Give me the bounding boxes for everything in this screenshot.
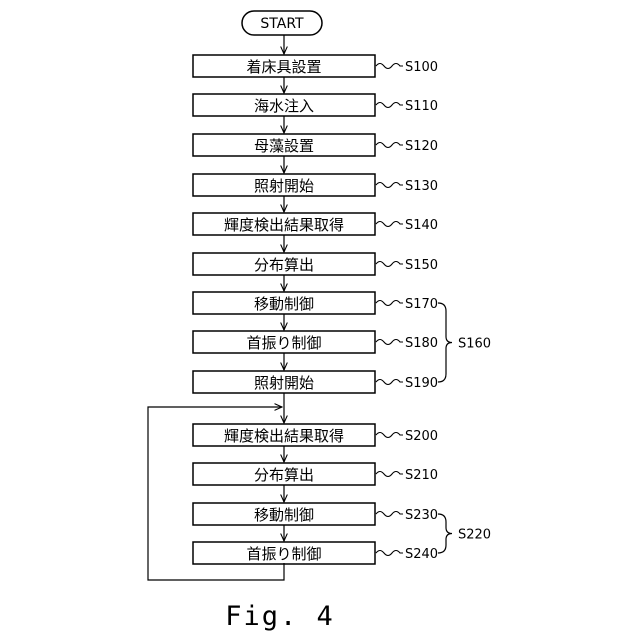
step-label: S200 xyxy=(405,429,438,444)
step-label-leader xyxy=(376,143,403,148)
group-brace xyxy=(438,303,452,382)
group-label: S160 xyxy=(458,337,491,352)
process-box-text: 移動制御 xyxy=(254,506,314,524)
process-box-text: 輝度検出結果取得 xyxy=(224,216,344,234)
step-label-leader xyxy=(376,183,403,188)
start-label: START xyxy=(260,16,304,32)
step-label: S240 xyxy=(405,547,438,562)
process-box: 照射開始 S130 xyxy=(193,174,438,196)
process-box: 首振り制御 S180 xyxy=(193,331,438,353)
step-label: S150 xyxy=(405,258,438,273)
process-box-text: 照射開始 xyxy=(254,177,314,195)
process-box-text: 首振り制御 xyxy=(246,334,321,352)
step-label-leader xyxy=(376,262,403,267)
step-label: S110 xyxy=(405,99,438,114)
process-box: 分布算出 S150 xyxy=(193,253,438,275)
step-label-leader xyxy=(376,222,403,227)
process-box-text: 首振り制御 xyxy=(246,545,321,563)
process-box-text: 分布算出 xyxy=(254,466,314,484)
step-label-leader xyxy=(376,64,403,69)
process-box: 母藻設置 S120 xyxy=(193,134,438,156)
step-label: S120 xyxy=(405,139,438,154)
process-box: 分布算出 S210 xyxy=(193,463,438,485)
process-box-text: 分布算出 xyxy=(254,256,314,274)
group-bracket: S160 xyxy=(438,303,491,382)
process-box: 移動制御 S170 xyxy=(193,292,438,314)
step-label: S230 xyxy=(405,508,438,523)
step-label-leader xyxy=(376,472,403,477)
process-box: 移動制御 S230 xyxy=(193,503,438,525)
figure-caption: Fig. 4 xyxy=(225,601,335,632)
step-label-leader xyxy=(376,340,403,345)
group-brace xyxy=(438,514,452,553)
process-box-text: 着床具設置 xyxy=(246,58,321,76)
group-label: S220 xyxy=(458,528,491,543)
step-label: S100 xyxy=(405,60,438,75)
process-box: 輝度検出結果取得 S200 xyxy=(193,424,438,446)
process-box-text: 母藻設置 xyxy=(254,137,314,155)
step-label: S190 xyxy=(405,376,438,391)
step-label-leader xyxy=(376,103,403,108)
process-box: 照射開始 S190 xyxy=(193,371,438,393)
process-box-text: 照射開始 xyxy=(254,374,314,392)
process-box: 海水注入 S110 xyxy=(193,94,438,116)
step-label: S170 xyxy=(405,297,438,312)
process-box-text: 輝度検出結果取得 xyxy=(224,427,344,445)
process-box-text: 移動制御 xyxy=(254,295,314,313)
process-box-text: 海水注入 xyxy=(254,97,314,115)
process-box: 首振り制御 S240 xyxy=(193,542,438,564)
step-label-leader xyxy=(376,380,403,385)
process-box: 着床具設置 S100 xyxy=(193,55,438,77)
step-label: S130 xyxy=(405,179,438,194)
step-label-leader xyxy=(376,512,403,517)
step-label: S210 xyxy=(405,468,438,483)
step-label: S140 xyxy=(405,218,438,233)
step-label: S180 xyxy=(405,336,438,351)
process-box: 輝度検出結果取得 S140 xyxy=(193,213,438,235)
step-label-leader xyxy=(376,301,403,306)
step-label-leader xyxy=(376,551,403,556)
group-bracket: S220 xyxy=(438,514,491,553)
step-label-leader xyxy=(376,433,403,438)
start-terminal: START xyxy=(242,11,322,35)
